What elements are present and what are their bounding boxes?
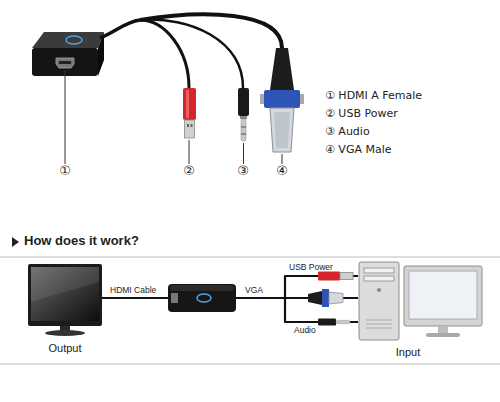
usb-plug-hole xyxy=(191,124,193,127)
audio-plug-housing xyxy=(238,88,249,116)
monitor-screen xyxy=(409,271,477,319)
usb-plug-housing xyxy=(183,88,196,120)
cable-label: VGA xyxy=(245,286,285,296)
audio-plug-ring xyxy=(241,127,246,128)
drive-bay xyxy=(364,276,394,281)
leader-line xyxy=(65,70,282,164)
audio-plug-tip xyxy=(336,320,350,323)
cable-line xyxy=(236,298,358,322)
cable-label: Audio xyxy=(294,326,344,336)
pc-tower xyxy=(359,262,399,340)
tv-bezel xyxy=(28,264,102,326)
output-tv: Output xyxy=(28,264,102,358)
cable-line xyxy=(102,297,168,299)
usb-plug-metal xyxy=(340,273,353,280)
callout-number: ② xyxy=(177,164,201,179)
callout-number: ④ xyxy=(270,164,294,179)
divider-line xyxy=(0,364,500,365)
tower-vent xyxy=(366,320,392,328)
usb-plug-metal xyxy=(185,120,195,138)
adapter-logo xyxy=(66,36,82,44)
adapter-box xyxy=(168,284,236,312)
screen-glare xyxy=(31,267,99,302)
heading-bullet xyxy=(12,237,19,247)
usb-plug xyxy=(318,272,340,281)
divider-line xyxy=(0,257,500,258)
vga-overmold xyxy=(308,291,322,305)
usb-plug-hole xyxy=(187,124,189,127)
vga-cable xyxy=(140,14,282,48)
part-list-item: ② USB Power xyxy=(325,108,495,121)
part-list-item: ④ VGA Male xyxy=(325,144,495,157)
monitor-base xyxy=(426,333,460,337)
hdmi-port-slot xyxy=(59,61,71,64)
vga-shell xyxy=(329,292,343,304)
audio-plug-ring xyxy=(241,134,246,135)
power-button xyxy=(377,288,381,292)
usb-plug-highlight xyxy=(186,90,189,118)
monitor-bezel xyxy=(404,266,482,326)
usb-cable xyxy=(140,20,189,88)
audio-cable xyxy=(140,20,243,88)
callout-number: ① xyxy=(53,164,77,179)
vga-thumbscrew xyxy=(300,94,304,104)
hdmi-port xyxy=(171,293,178,303)
cable-label: USB Power xyxy=(289,263,349,273)
tv-screen xyxy=(31,267,99,321)
vga-body xyxy=(322,289,329,307)
adapter-logo xyxy=(197,294,211,302)
drive-bay xyxy=(364,268,394,273)
hdmi-port xyxy=(56,58,74,68)
adapter-body xyxy=(168,284,236,312)
adapter-highlight xyxy=(170,285,234,291)
cable-line xyxy=(236,276,358,298)
audio-plug-collar xyxy=(240,116,247,119)
input-computer: Input xyxy=(358,260,484,358)
node-shape xyxy=(168,284,236,312)
monitor-neck xyxy=(438,326,448,333)
audio-plug xyxy=(318,319,336,326)
callout-number: ③ xyxy=(231,164,255,179)
part-list-item: ① HDMI A Female xyxy=(325,90,495,103)
node-shape xyxy=(358,260,484,358)
section-heading: How does it work? xyxy=(24,234,244,249)
part-list-item: ③ Audio xyxy=(325,126,495,139)
vga-pins xyxy=(274,112,290,148)
vga-overmold xyxy=(270,48,294,90)
vga-thumbscrew xyxy=(260,94,264,104)
vga-body xyxy=(264,90,300,108)
node-caption: Output xyxy=(28,342,102,355)
vga-shell xyxy=(270,108,294,152)
node-caption: Input xyxy=(378,346,438,359)
tv-base xyxy=(45,330,85,336)
audio-plug-tip xyxy=(241,119,246,141)
cable xyxy=(100,20,140,38)
cable-label: HDMI Cable xyxy=(110,286,170,296)
adapter-top-face xyxy=(32,32,104,48)
